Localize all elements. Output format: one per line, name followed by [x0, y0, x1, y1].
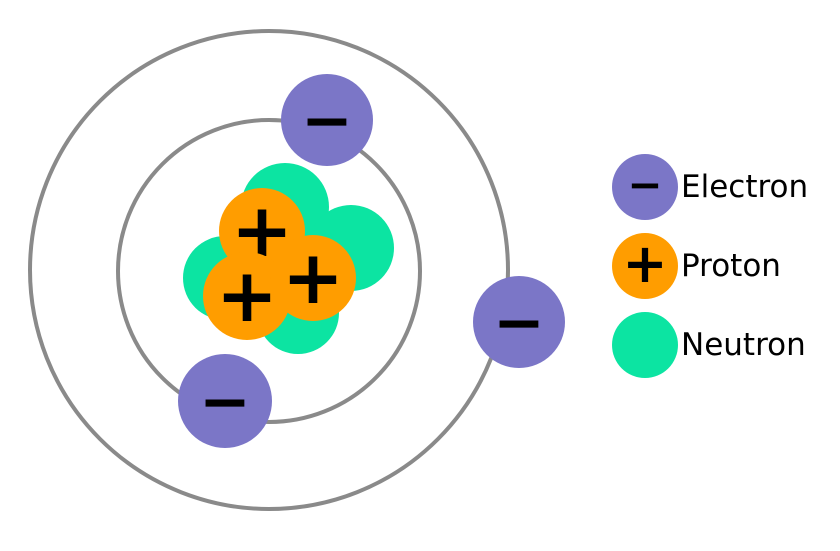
legend-item-neutron: Neutron [612, 312, 808, 378]
neutron-swatch-icon [612, 312, 678, 378]
minus-symbol: − [627, 160, 663, 209]
legend-label-proton: Proton [681, 248, 781, 284]
minus-symbol: − [301, 84, 353, 157]
electron-particle [281, 74, 373, 166]
minus-symbol: − [493, 286, 545, 359]
legend-label-electron: Electron [681, 169, 809, 205]
plus-symbol: + [622, 232, 668, 295]
proton-particle [203, 252, 291, 340]
proton-swatch-icon: + [612, 233, 678, 299]
minus-symbol: − [199, 365, 251, 438]
orbit-path [28, 29, 510, 511]
legend: − Electron + Proton Neutron [612, 154, 808, 378]
electron-particle [473, 276, 565, 368]
electron-particle [178, 354, 272, 448]
legend-item-electron: − Electron [612, 154, 808, 220]
legend-label-neutron: Neutron [681, 327, 806, 363]
plus-symbol: + [216, 253, 278, 339]
plus-symbol: + [282, 235, 344, 321]
legend-item-proton: + Proton [612, 233, 808, 299]
electron-swatch-icon: − [612, 154, 678, 220]
proton-particle [270, 235, 356, 321]
orbit-path [116, 118, 422, 424]
